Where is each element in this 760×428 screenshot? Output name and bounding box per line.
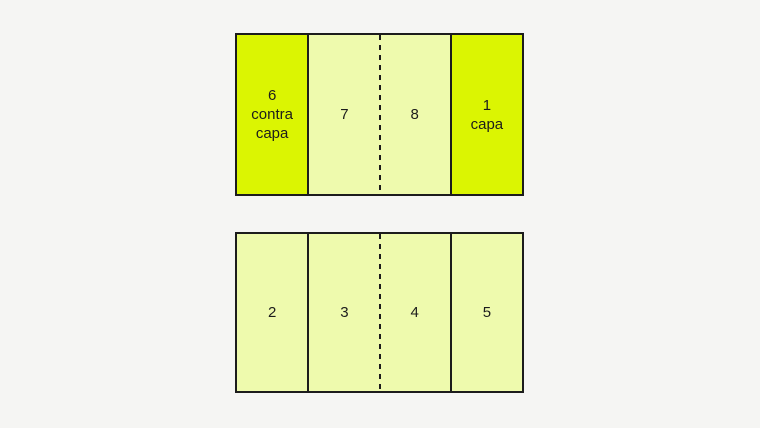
panel-back-cover-label: 6 contra capa xyxy=(251,87,293,142)
panel-page-5: 5 xyxy=(449,234,522,391)
panel-front-cover: 1 capa xyxy=(449,35,522,194)
panel-page-5-label: 5 xyxy=(482,304,492,321)
panel-page-3-label: 3 xyxy=(340,304,349,321)
panel-page-3: 3 xyxy=(307,234,380,391)
sheet-inner-side: 2 3 4 5 xyxy=(235,232,524,393)
panel-front-cover-label: 1 capa xyxy=(470,96,504,133)
panel-page-7-label: 7 xyxy=(340,106,349,123)
panel-page-2: 2 xyxy=(237,234,308,391)
panel-page-4: 4 xyxy=(379,234,450,391)
panel-page-2-label: 2 xyxy=(267,304,277,321)
panel-back-cover: 6 contra capa xyxy=(237,35,308,194)
panel-page-7: 7 xyxy=(307,35,380,194)
panel-page-4-label: 4 xyxy=(410,304,419,321)
panel-page-8-label: 8 xyxy=(410,106,419,123)
sheet-outer-side: 6 contra capa 7 8 1 capa xyxy=(235,33,524,196)
panel-page-8: 8 xyxy=(379,35,450,194)
